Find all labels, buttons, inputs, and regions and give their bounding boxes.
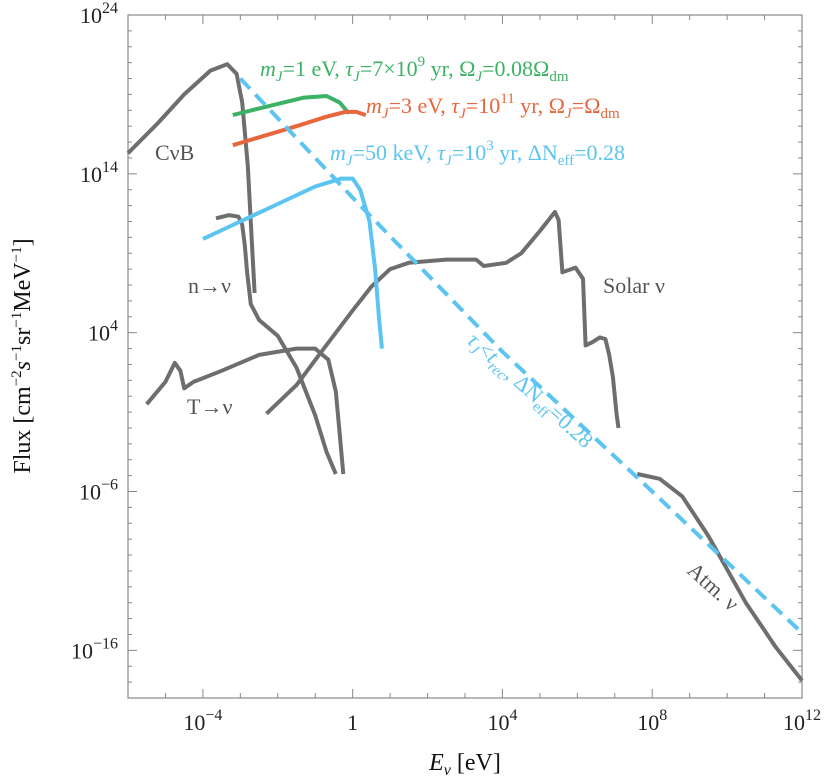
x-tick-label: 1 [347,710,358,735]
series-line-8 [238,77,804,635]
series-line-7 [202,176,384,349]
y-tick-label: 104 [88,318,118,346]
series-line-4 [636,472,804,682]
x-tick-label: 10−4 [183,707,222,735]
series-line-2 [145,346,346,475]
annotation-blue-series: mJ=50 keV, τJ=103 yr, ΔNeff=0.28 [330,138,625,169]
series-line-6 [232,109,367,148]
annotation-green-series: mJ=1 eV, τJ=7×109 yr, ΩJ=0.08Ωdm [260,54,569,85]
y-tick-label: 10−6 [79,477,118,505]
label-n-nu: n→ν [188,273,231,298]
series-line-1 [215,213,338,475]
x-axis-title: Eν [eV] [428,750,501,779]
x-axis-ticks: 10−4 1 104 108 1012 [127,15,821,735]
series-line-5 [232,94,351,118]
y-tick-label: 1014 [80,159,118,187]
series-line-0 [126,62,257,294]
y-tick-label: 10−16 [71,635,118,663]
y-axis-title: Flux [cm−2s−1sr−1MeV−1] [9,238,36,473]
y-axis-ticks: 1024 1014 104 10−6 10−16 [71,0,802,699]
x-tick-label: 1012 [783,707,821,735]
label-cnub: CνB [155,140,194,165]
label-solar-nu: Solar ν [603,273,665,298]
label-t-nu: T→ν [187,394,232,419]
x-tick-label: 108 [637,707,667,735]
series-line-3 [265,210,621,429]
annotation-orange-series: mJ=3 eV, τJ=1011 yr, ΩJ=Ωdm [366,91,620,122]
x-tick-label: 104 [487,707,517,735]
series-layer [126,62,804,682]
annotation-dashed-series: τJ<trec, ΔNeff=0.28 [460,327,598,456]
y-tick-label: 1024 [80,0,118,28]
